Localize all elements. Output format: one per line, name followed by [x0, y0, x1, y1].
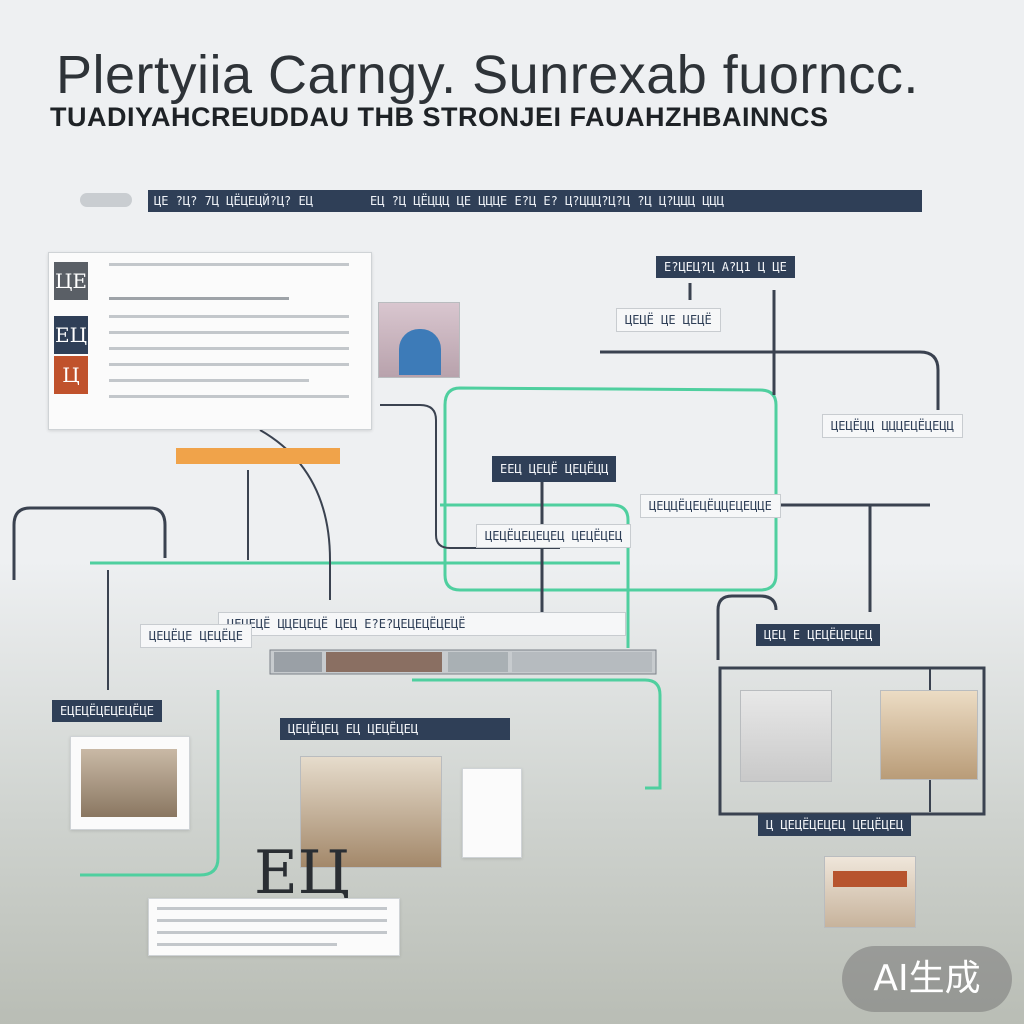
label-mid-band: ЦЕЦЕЦЁ ЦЦЕЦЕЦЁ ЦЕЦ Е?Е?ЦЕЦЕЦЁЦЕЦЁ [218, 612, 626, 636]
label-bottom-mid: ЦЕЦЁЦЕЦ ЕЦ ЦЕЦЁЦЕЦ [280, 718, 510, 740]
teal-wire-right [412, 678, 662, 790]
label-right-mid: ЦЕЦЁЦЦ ЦЦЦЕЦЁЦЕЦЦ [822, 414, 963, 438]
header-label-left: ЦЕ ?Ц? 7Ц ЦЁЦЕЦЙ?Ц? ЕЦ [148, 190, 364, 212]
toggle-pill[interactable] [80, 193, 132, 207]
label-center-wide: ЦЕЦЁЦЕЦЕЦЕЦ ЦЕЦЁЦЕЦ [476, 524, 632, 548]
orange-accent-bar [176, 448, 340, 464]
label-small-top: ЦЕЦЁ ЦЕ ЦЕЦЁ [616, 308, 721, 332]
teal-wire-loop [443, 386, 778, 592]
caption-card [148, 898, 400, 956]
large-glyph: ЕЦ [254, 838, 351, 908]
document-card [48, 252, 372, 430]
teal-wire-bottom [80, 690, 220, 877]
dark-wire-curve [259, 429, 331, 600]
photo-pavilion [824, 856, 916, 928]
dark-wire-h1 [600, 350, 940, 410]
dark-wire-left-frame [12, 506, 167, 580]
page-subtitle: TUADIYAHCREUDDAU THB STRONJEI FAUAHZHBAI… [50, 102, 829, 132]
photo-street [300, 756, 442, 868]
photo-thumbnail [378, 302, 460, 378]
photo-building [880, 690, 978, 780]
image-card-left [70, 736, 190, 830]
header-label-right: ЕЦ ?Ц ЦЁЦЦЦ ЦЕ ЦЦЦЕ Е?Ц Е? Ц?ЦЦЦ?Ц?Ц ?Ц … [364, 190, 922, 212]
dark-wire-h2 [380, 404, 560, 549]
label-small-right: ЦЕЦЁЦЕ ЦЕЦЁЦЕ [140, 624, 252, 648]
label-bottom-right: Ц ЦЕЦЁЦЕЦЕЦ ЦЕЦЁЦЕЦ [758, 814, 912, 836]
image-card-mid [462, 768, 522, 858]
label-left-lower: ЕЦЕЦЁЦЕЦЕЦЁЦЕ [52, 700, 162, 722]
teal-wire-inner [440, 503, 630, 648]
side-badge-2: ЕЦ [54, 316, 88, 354]
side-badge-1: ЦЕ [54, 262, 88, 300]
side-badge-3: Ц [54, 356, 88, 394]
dark-wire-right-branch [716, 594, 778, 660]
label-center: ЕЕЦ ЦЕЦЁ ЦЕЦЁЦЦ [492, 456, 617, 482]
page-title: Plertyiia Carngy. Sunrexab fuorncc. [56, 45, 919, 105]
label-center-sub: ЦЕЦЦЁЦЕЦЁЦЦЕЦЕЦЦЕ [640, 494, 781, 518]
ai-generated-badge: AI生成 [842, 946, 1012, 1012]
label-top-right: Е?ЦЕЦ?Ц А?Ц1 Ц ЦЕ [656, 256, 795, 278]
photo-sketch [740, 690, 832, 782]
label-right-lower: ЦЕЦ Е ЦЕЦЁЦЕЦЕЦ [756, 624, 881, 646]
